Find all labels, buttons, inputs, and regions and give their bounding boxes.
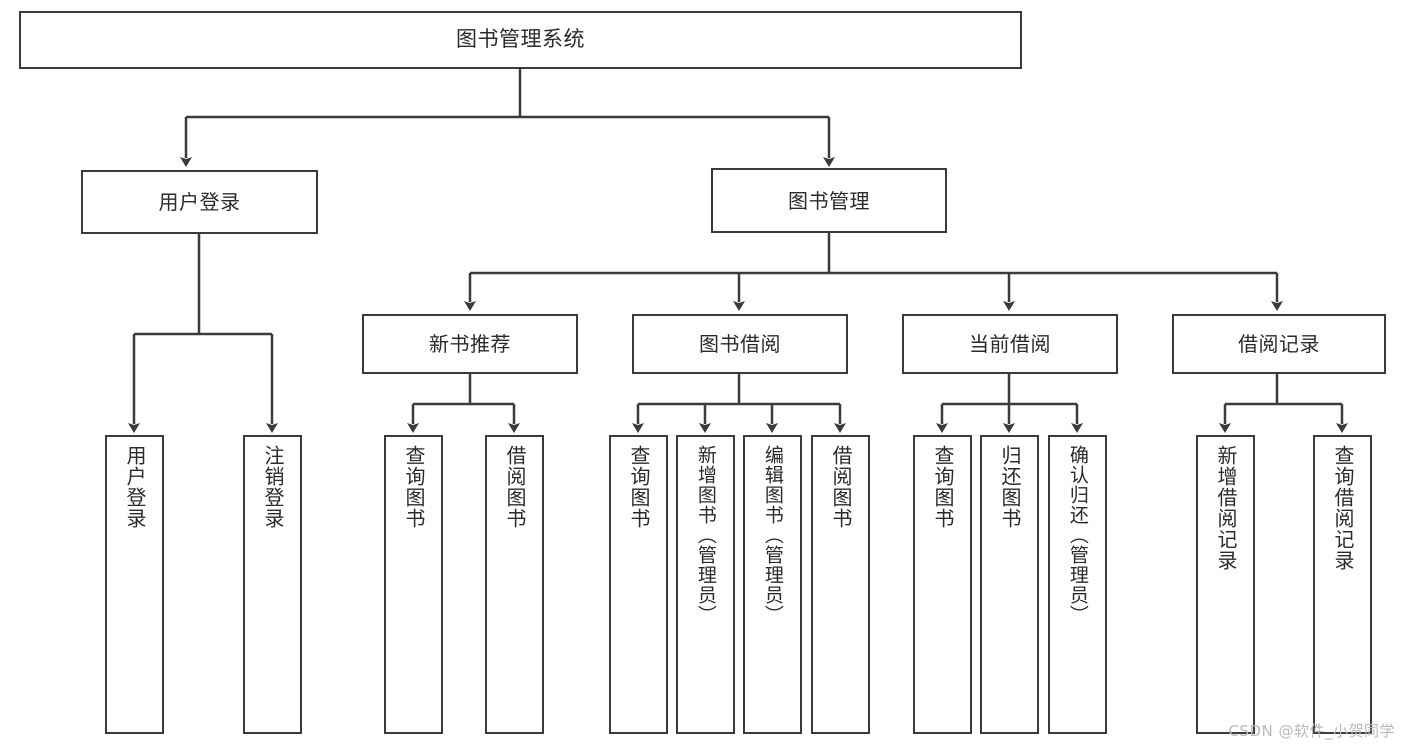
node-label: 新增借阅记录	[1214, 445, 1238, 571]
leaf-borrow-record-add[interactable]: 新增借阅记录	[1196, 435, 1255, 734]
node-label: 新增图书（管理员）	[694, 445, 717, 625]
node-label: 图书管理系统	[456, 27, 585, 52]
leaf-new-book-borrow[interactable]: 借阅图书	[485, 435, 544, 734]
node-borrow-record[interactable]: 借阅记录	[1172, 314, 1386, 374]
node-book-manage[interactable]: 图书管理	[711, 168, 947, 233]
node-user-login[interactable]: 用户登录	[81, 170, 318, 234]
node-label: 当前借阅	[969, 332, 1051, 356]
watermark-text: CSDN @软件_小贺同学	[1228, 722, 1395, 740]
node-book-borrow[interactable]: 图书借阅	[632, 314, 848, 374]
node-new-book-recommend[interactable]: 新书推荐	[362, 314, 578, 374]
node-label: 查询图书	[627, 445, 651, 529]
node-label: 借阅图书	[503, 445, 527, 529]
node-label: 用户登录	[158, 190, 241, 214]
node-label: 编辑图书（管理员）	[761, 445, 784, 625]
leaf-current-borrow-query[interactable]: 查询图书	[913, 435, 972, 734]
node-label: 图书借阅	[699, 332, 781, 356]
node-current-borrow[interactable]: 当前借阅	[902, 314, 1118, 374]
node-label: 确认归还（管理员）	[1066, 445, 1089, 625]
node-label: 归还图书	[998, 445, 1022, 529]
node-label: 借阅记录	[1238, 332, 1320, 356]
node-root-system[interactable]: 图书管理系统	[19, 11, 1022, 69]
node-label: 查询借阅记录	[1331, 445, 1355, 571]
leaf-book-borrow-query[interactable]: 查询图书	[609, 435, 668, 734]
leaf-user-login-login[interactable]: 用户登录	[105, 435, 164, 734]
leaf-user-login-logout[interactable]: 注销登录	[243, 435, 302, 734]
leaf-current-borrow-return[interactable]: 归还图书	[980, 435, 1039, 734]
leaf-book-borrow-add[interactable]: 新增图书（管理员）	[676, 435, 735, 734]
leaf-current-borrow-confirm[interactable]: 确认归还（管理员）	[1048, 435, 1107, 734]
node-label: 注销登录	[261, 445, 285, 529]
leaf-book-borrow-borrow[interactable]: 借阅图书	[811, 435, 870, 734]
node-label: 查询图书	[931, 445, 955, 529]
leaf-book-borrow-edit[interactable]: 编辑图书（管理员）	[743, 435, 802, 734]
leaf-borrow-record-query[interactable]: 查询借阅记录	[1313, 435, 1372, 734]
node-label: 新书推荐	[429, 332, 511, 356]
node-label: 查询图书	[402, 445, 426, 529]
node-label: 图书管理	[788, 188, 870, 213]
node-label: 借阅图书	[829, 445, 853, 529]
leaf-new-book-query[interactable]: 查询图书	[384, 435, 443, 734]
node-label: 用户登录	[123, 445, 147, 529]
